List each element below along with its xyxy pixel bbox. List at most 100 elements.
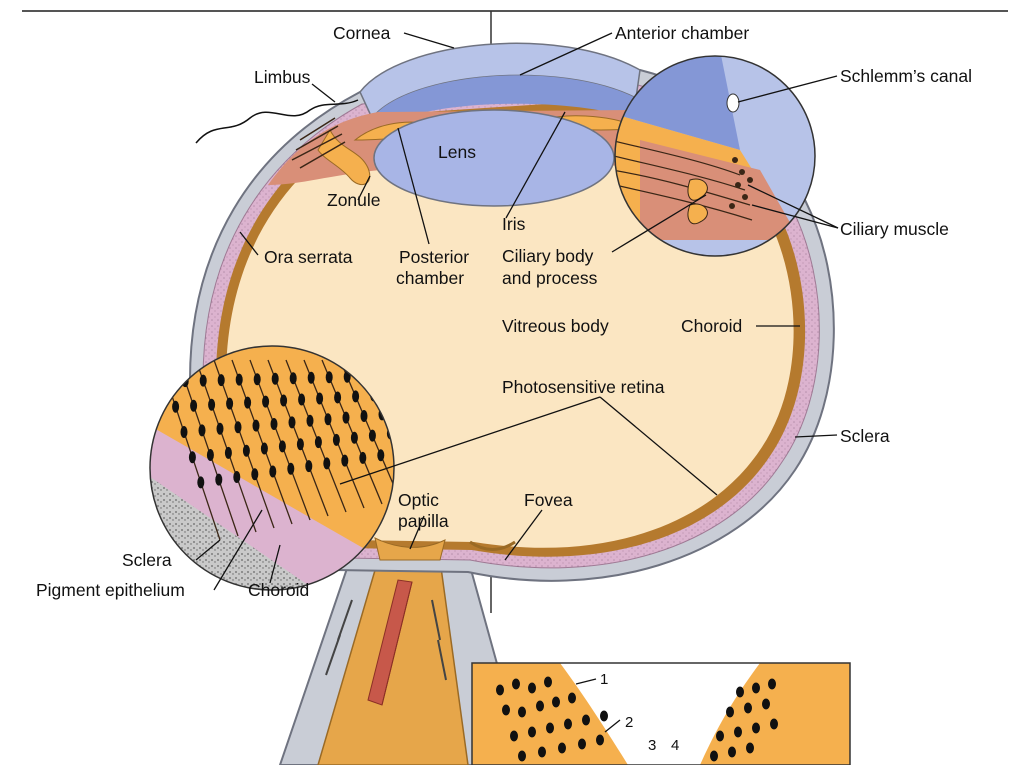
label-zonule: Zonule xyxy=(327,190,381,210)
photoreceptor-nucleus xyxy=(342,411,350,424)
inset-nucleus xyxy=(564,718,572,730)
photoreceptor-nucleus xyxy=(360,410,368,422)
photoreceptor-line xyxy=(177,359,239,537)
photoreceptor-nucleus xyxy=(324,413,332,426)
inset-nucleus xyxy=(734,726,742,738)
inset-nucleus xyxy=(510,730,518,742)
inset-circle-retina-outline xyxy=(149,345,395,591)
anterior-chamber xyxy=(372,75,636,132)
photoreceptor-nucleus xyxy=(307,371,315,384)
photoreceptor-nucleus xyxy=(188,451,196,464)
photoreceptor-nucleus xyxy=(217,374,225,387)
photoreceptor-nucleus xyxy=(325,371,333,384)
label-choroid-right: Choroid xyxy=(681,316,742,336)
inset-box-outline xyxy=(471,662,851,765)
ciliary-body-left xyxy=(291,117,371,186)
label-inset-2: 2 xyxy=(625,714,633,731)
label-schlemms-canal: Schlemm’s canal xyxy=(840,66,972,86)
inset-nucleus xyxy=(744,702,752,714)
photoreceptor-nucleus xyxy=(270,418,278,430)
inset-box-retina-detail xyxy=(472,663,850,765)
inset-nucleus xyxy=(752,722,760,734)
inset-nucleus xyxy=(582,714,590,726)
label-pigment-epithelium: Pigment epithelium xyxy=(36,580,185,600)
inset-circle-ciliary-outline xyxy=(614,55,816,257)
lens xyxy=(373,109,615,207)
inset-nucleus xyxy=(710,750,718,762)
photoreceptor-nucleus xyxy=(198,424,206,437)
inset-nucleus xyxy=(596,734,604,746)
photoreceptor-nucleus xyxy=(289,372,297,385)
label-ciliary-body-2: and process xyxy=(502,268,598,288)
label-inset-3: 3 xyxy=(648,737,656,754)
photoreceptor-nucleus xyxy=(199,374,207,387)
photoreceptor-nucleus xyxy=(287,462,295,475)
photoreceptor-nucleus xyxy=(260,442,268,455)
photoreceptor-nucleus xyxy=(314,436,322,449)
inset-nucleus xyxy=(546,722,554,734)
photoreceptor-nucleus xyxy=(377,449,385,462)
photoreceptor-nucleus xyxy=(278,440,286,453)
label-sclera-right: Sclera xyxy=(840,426,890,446)
photoreceptor-nucleus xyxy=(180,426,188,438)
inset-nucleus xyxy=(600,710,608,722)
photoreceptor-line xyxy=(213,359,275,529)
inset-nucleus xyxy=(518,750,526,762)
inset-nucleus xyxy=(496,684,504,696)
photoreceptor-nucleus xyxy=(242,444,250,457)
photoreceptor-nucleus xyxy=(288,416,296,429)
photoreceptor-nucleus xyxy=(206,449,214,462)
inset-nucleus xyxy=(770,718,778,730)
photoreceptor-nucleus xyxy=(234,421,242,434)
label-fovea: Fovea xyxy=(524,490,573,510)
label-anterior-chamber: Anterior chamber xyxy=(615,23,749,43)
label-iris: Iris xyxy=(502,214,526,234)
photoreceptor-nucleus xyxy=(190,399,198,412)
inset-nucleus xyxy=(736,686,744,698)
limbus-line xyxy=(195,99,359,144)
photoreceptor-line xyxy=(195,359,257,533)
inset-nucleus xyxy=(544,676,552,688)
photoreceptor-nucleus xyxy=(163,375,171,388)
photoreceptor-nucleus xyxy=(224,446,232,459)
inset-nucleus xyxy=(512,678,520,690)
photoreceptor-nucleus xyxy=(235,373,243,386)
label-photosensitive-retina: Photosensitive retina xyxy=(502,377,665,397)
inset-nucleus xyxy=(558,742,566,754)
label-ciliary-body-1: Ciliary body xyxy=(502,246,594,266)
photoreceptor-nucleus xyxy=(296,438,304,451)
label-sclera-left: Sclera xyxy=(122,550,172,570)
photoreceptor-nucleus xyxy=(305,460,313,473)
photoreceptor-nucleus xyxy=(216,422,224,435)
label-lens: Lens xyxy=(438,142,476,162)
photoreceptor-nucleus xyxy=(253,373,261,386)
inset-nucleus xyxy=(768,678,776,690)
label-vitreous-body: Vitreous body xyxy=(502,316,609,336)
inset-nucleus xyxy=(528,726,536,738)
photoreceptor-nucleus xyxy=(252,419,260,432)
photoreceptor-nucleus xyxy=(226,397,234,410)
photoreceptor-nucleus xyxy=(233,470,241,483)
label-optic-papilla-1: Optic xyxy=(398,490,439,510)
inset-nucleus xyxy=(752,682,760,694)
inset-nucleus xyxy=(568,692,576,704)
photoreceptor-nucleus xyxy=(332,433,340,446)
photoreceptor-nucleus xyxy=(172,400,180,413)
inset-nucleus xyxy=(746,742,754,754)
inset-nucleus xyxy=(728,746,736,758)
photoreceptor-nucleus xyxy=(323,457,331,470)
photoreceptor-nucleus xyxy=(244,396,252,409)
photoreceptor-line xyxy=(339,359,394,501)
inset-nucleus xyxy=(538,746,546,758)
label-choroid-left: Choroid xyxy=(248,580,309,600)
photoreceptor-nucleus xyxy=(197,476,205,489)
photoreceptor-nucleus xyxy=(306,414,314,427)
photoreceptor-nucleus xyxy=(271,372,279,385)
photoreceptor-nucleus xyxy=(215,473,223,486)
label-limbus: Limbus xyxy=(254,67,311,87)
photoreceptor-nucleus xyxy=(280,394,288,407)
photoreceptor-line xyxy=(249,359,311,521)
photoreceptor-nucleus xyxy=(208,398,216,411)
label-ora-serrata: Ora serrata xyxy=(264,247,353,267)
